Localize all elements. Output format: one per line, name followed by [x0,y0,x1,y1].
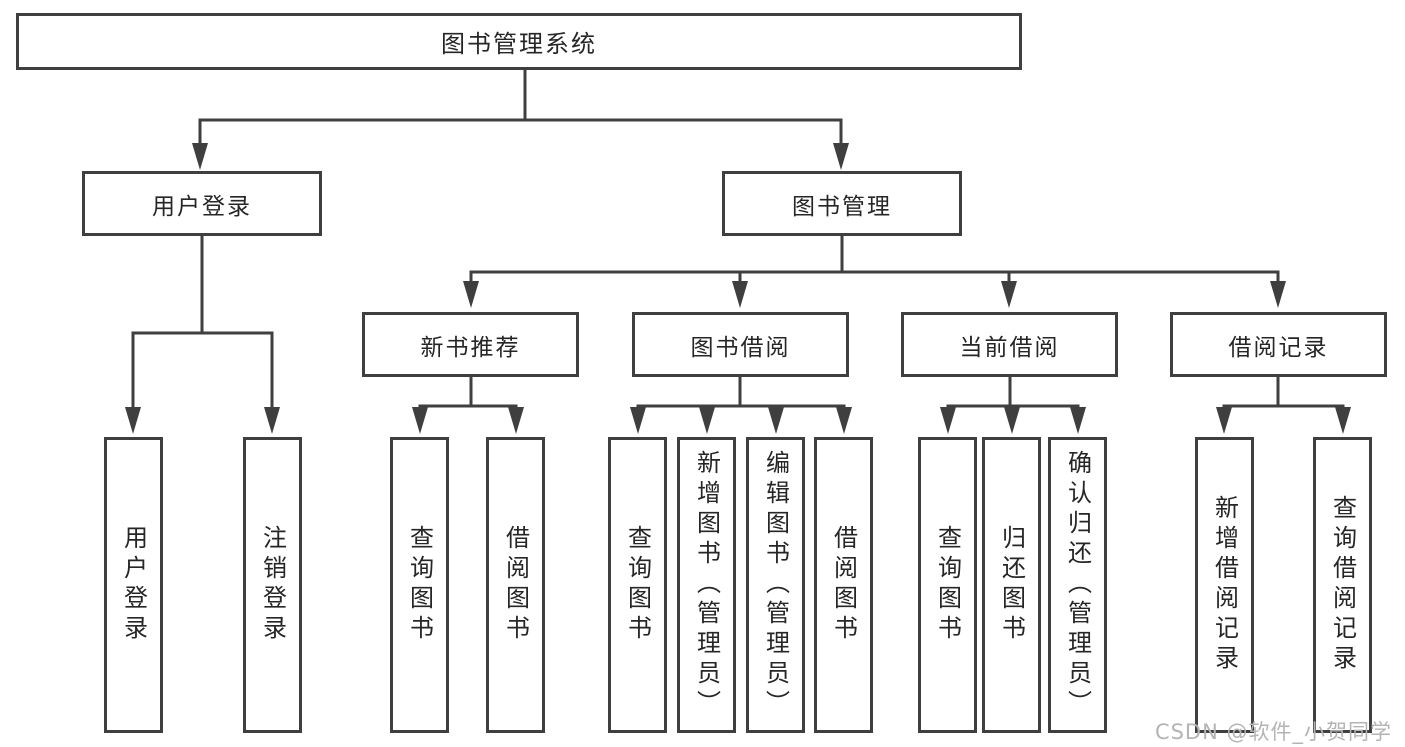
node-label: 查询图书 [405,525,434,645]
node-label: 用户登录 [119,525,148,645]
leaf-query-books-recommend: 查询图书 [390,437,449,733]
node-label: 新增借阅记录 [1210,495,1239,675]
leaf-user-login: 用户登录 [104,437,163,733]
node-label: 确认归还（管理员） [1063,450,1092,720]
leaf-return-book: 归还图书 [982,437,1041,733]
leaf-borrow-books-recommend: 借阅图书 [486,437,545,733]
node-book-borrowing: 图书借阅 [632,312,849,377]
node-label: 查询图书 [933,525,962,645]
node-label: 归还图书 [997,525,1026,645]
node-label: 当前借阅 [959,334,1060,361]
node-label: 图书管理系统 [441,30,597,58]
leaf-edit-book-admin: 编辑图书（管理员） [746,437,805,733]
node-label: 查询借阅记录 [1328,495,1357,675]
node-library-management-system: 图书管理系统 [16,13,1022,70]
node-label: 借阅记录 [1228,334,1329,361]
node-label: 注销登录 [258,525,287,645]
node-label: 借阅图书 [829,525,858,645]
node-label: 新书推荐 [420,334,521,361]
leaf-query-books-borrowing: 查询图书 [608,437,667,733]
node-book-management: 图书管理 [722,171,962,236]
leaf-add-borrow-record: 新增借阅记录 [1195,437,1254,733]
leaf-confirm-return-admin: 确认归还（管理员） [1048,437,1107,733]
node-label: 用户登录 [152,193,252,220]
node-current-borrowing: 当前借阅 [901,312,1118,377]
leaf-logout: 注销登录 [243,437,302,733]
node-label: 新增图书（管理员） [692,450,721,720]
leaf-add-book-admin: 新增图书（管理员） [677,437,736,733]
leaf-borrow-books-borrowing: 借阅图书 [814,437,873,733]
leaf-query-borrow-record: 查询借阅记录 [1313,437,1372,733]
node-label: 借阅图书 [501,525,530,645]
csdn-watermark: CSDN @软件_小贺同学 [1154,720,1392,744]
node-label: 图书管理 [792,193,892,220]
node-user-login: 用户登录 [82,171,322,236]
node-label: 查询图书 [623,525,652,645]
node-new-book-recommendation: 新书推荐 [362,312,579,377]
node-borrowing-records: 借阅记录 [1170,312,1387,377]
node-label: 图书借阅 [690,334,791,361]
leaf-query-books-current: 查询图书 [918,437,977,733]
node-label: 编辑图书（管理员） [761,450,790,720]
